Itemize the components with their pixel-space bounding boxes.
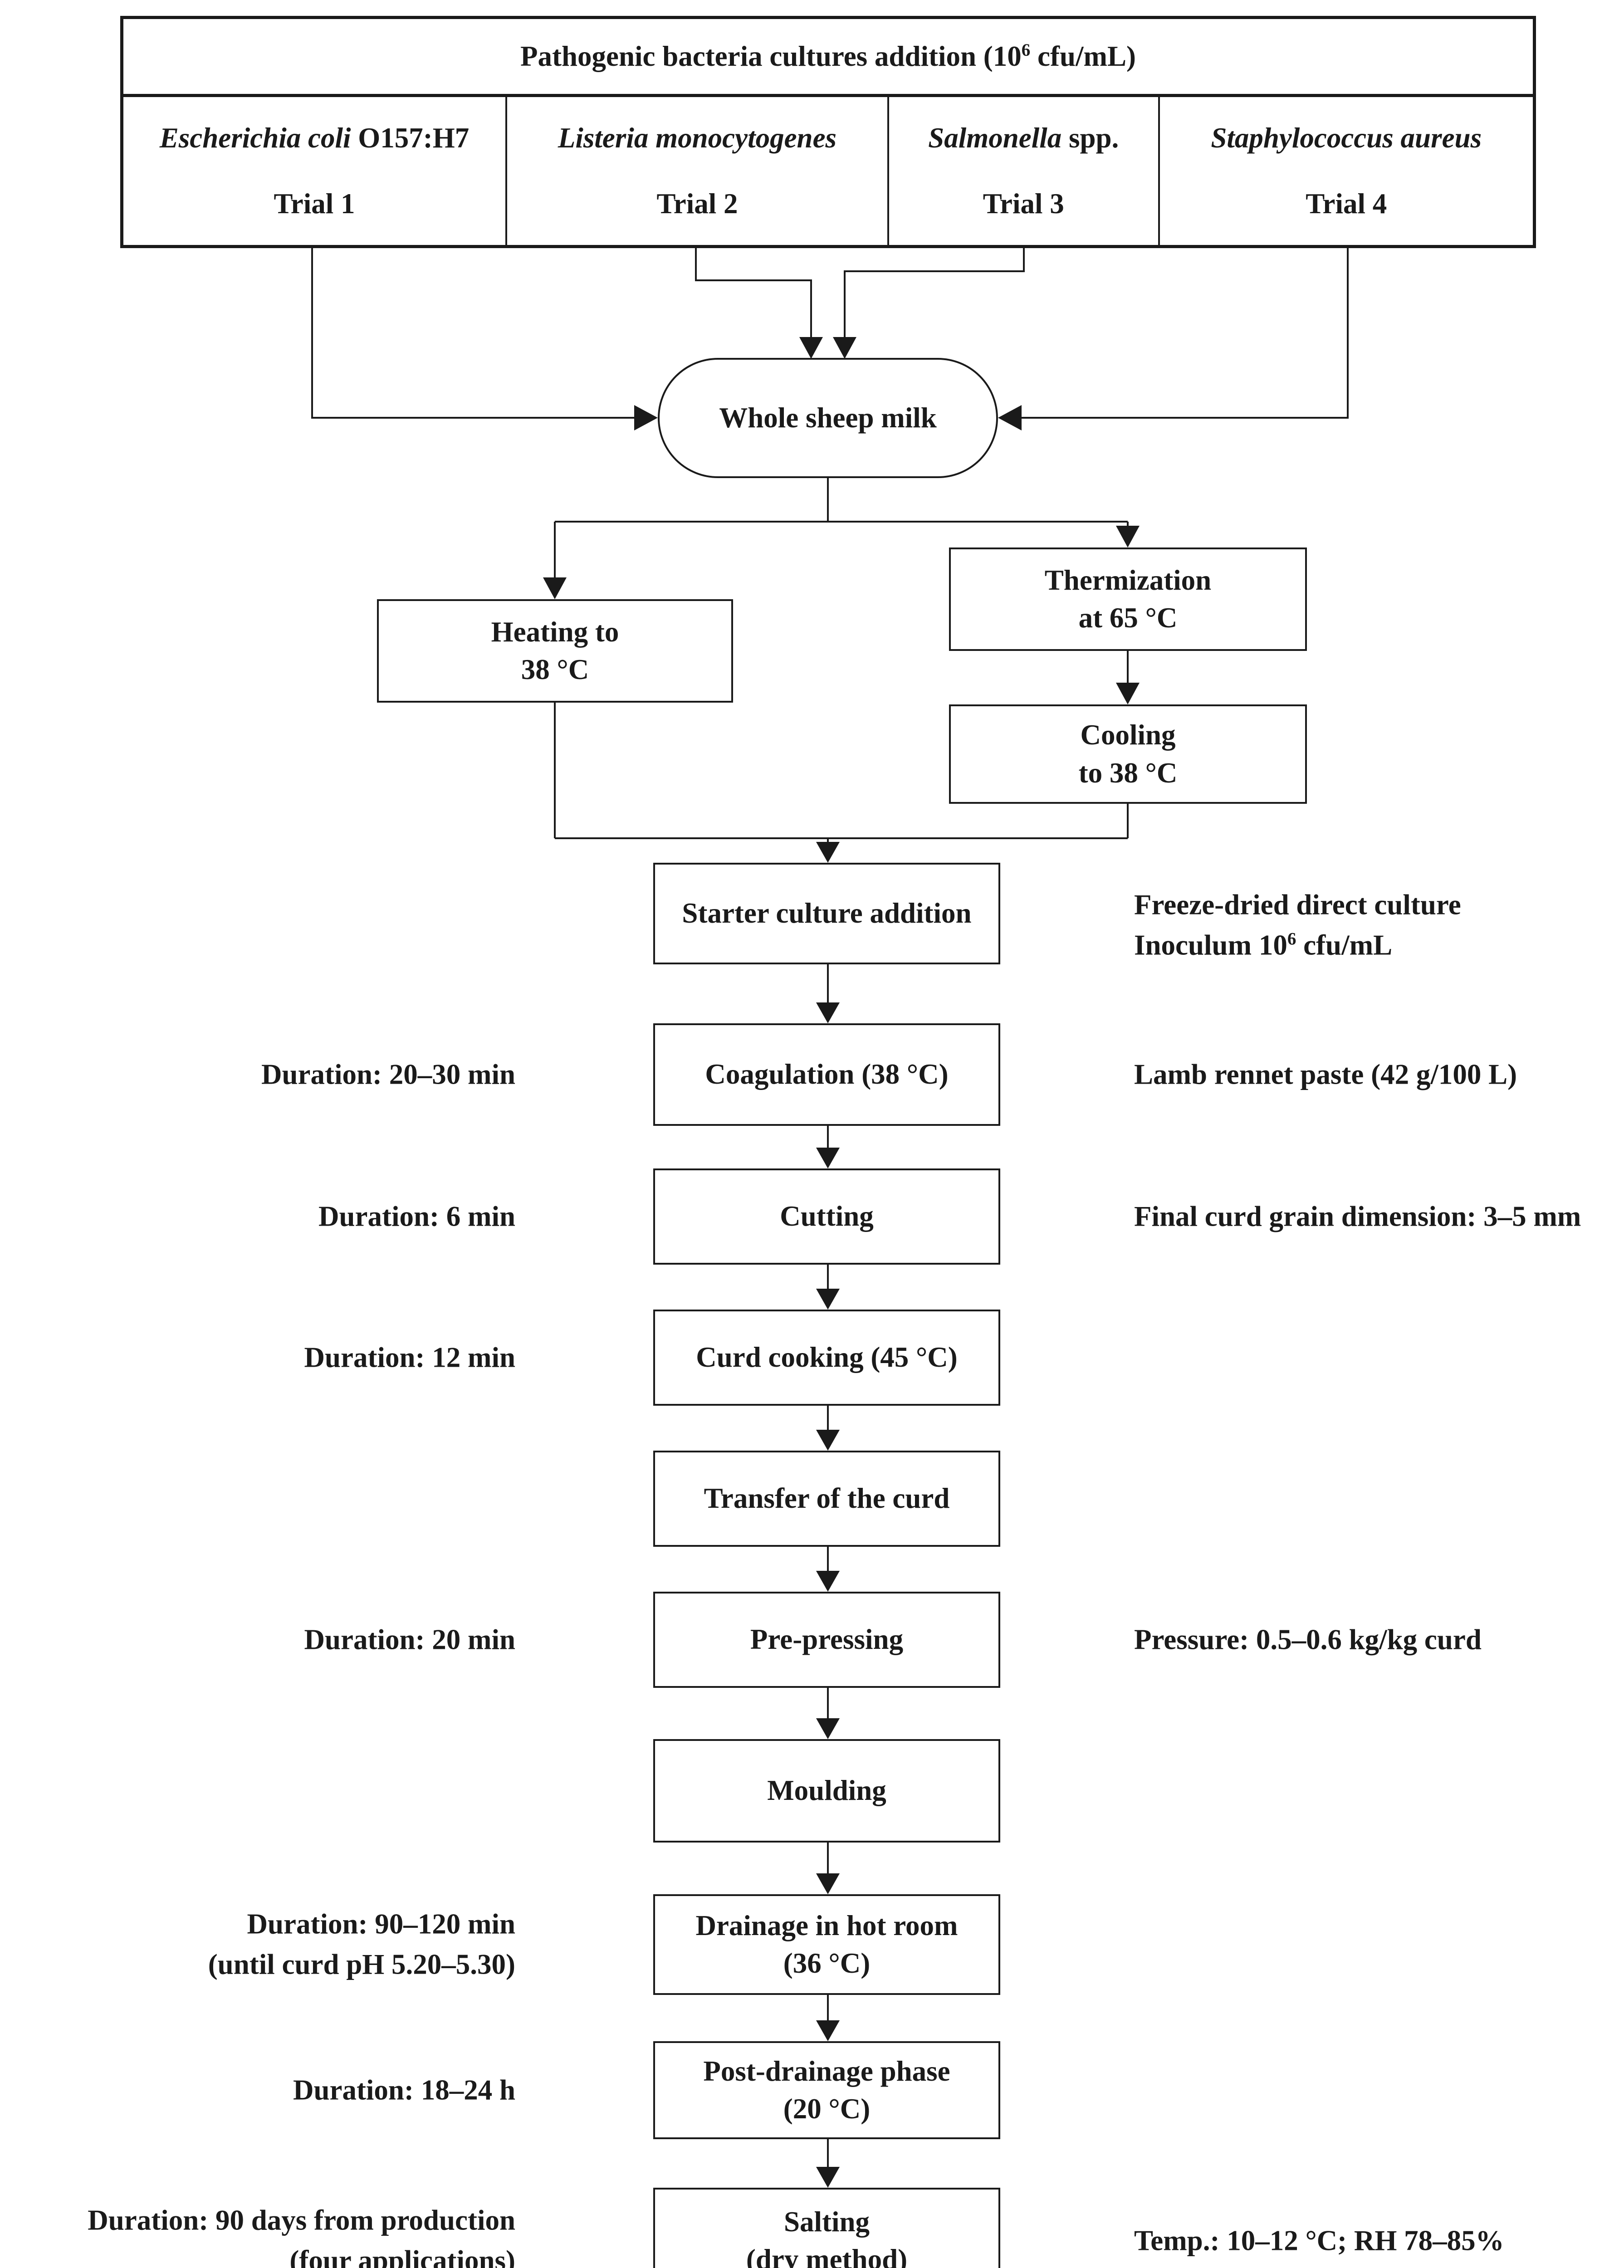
node-label: Curd cooking (45 °C) (696, 1341, 958, 1374)
node-label-line2: 38 °C (521, 654, 589, 685)
pathogen-table-row: Escherichia coli O157:H7 Trial 1 Listeri… (123, 97, 1533, 245)
node-label: Cutting (780, 1200, 874, 1232)
duration-label-coagulation: Duration: 20–30 min (261, 1058, 515, 1090)
param-line1: Freeze-dried direct culture (1134, 889, 1461, 921)
node-label-line1: Heating to (491, 616, 619, 648)
connector-trial3-to-milk (833, 248, 1025, 359)
node-label-line1: Cooling (1080, 719, 1176, 751)
node-coagulation: Coagulation (38 °C) (653, 1023, 1000, 1126)
param-label-coagulation: Lamb rennet paste (42 g/100 L) (1134, 1058, 1517, 1090)
node-salting: Salting (dry method) (653, 2188, 1000, 2268)
node-label: Pre-pressing (750, 1623, 904, 1656)
title-text: Pathogenic bacteria cultures addition (1… (520, 40, 1022, 72)
duration-line1: Duration: 90 days from production (88, 2204, 515, 2236)
param-label-pre-pressing: Pressure: 0.5–0.6 kg/kg curd (1134, 1623, 1482, 1656)
trial-label: Trial 1 (274, 188, 355, 220)
param-label-starter: Freeze-dried direct culture Inoculum 106… (1134, 885, 1461, 966)
species-name: Escherichia coli O157:H7 (159, 122, 470, 154)
node-label-line2: (36 °C) (783, 1947, 871, 1979)
connector-trial2-to-milk (695, 248, 823, 359)
connector-milk-split (543, 478, 1140, 599)
connector-thermization-to-cooling (1116, 651, 1140, 704)
duration-label-cutting: Duration: 6 min (318, 1200, 515, 1232)
node-thermization: Thermization at 65 °C (949, 547, 1307, 651)
trial-label: Trial 4 (1306, 188, 1387, 220)
pathogen-table-title: Pathogenic bacteria cultures addition (1… (123, 19, 1533, 97)
node-label: Whole sheep milk (719, 401, 937, 434)
cell-trial-1: Escherichia coli O157:H7 Trial 1 (123, 97, 505, 245)
species-name: Salmonella spp. (928, 122, 1119, 154)
node-curd-cooking: Curd cooking (45 °C) (653, 1310, 1000, 1406)
node-label-line1: Thermization (1044, 564, 1212, 596)
cell-trial-3: Salmonella spp. Trial 3 (887, 97, 1158, 245)
node-label-line2: to 38 °C (1078, 757, 1178, 789)
param-line2: Inoculum 106 cfu/mL (1134, 929, 1393, 961)
node-heating: Heating to 38 °C (377, 599, 733, 703)
node-pre-pressing: Pre-pressing (653, 1592, 1000, 1688)
node-label: Moulding (767, 1774, 886, 1807)
pathogen-table: Pathogenic bacteria cultures addition (1… (120, 16, 1536, 248)
title-superscript: 6 (1021, 40, 1031, 60)
param-label-cutting: Final curd grain dimension: 3–5 mm (1134, 1200, 1581, 1232)
node-post-drainage: Post-drainage phase (20 °C) (653, 2041, 1000, 2139)
duration-label-post-drainage: Duration: 18–24 h (293, 2074, 515, 2106)
node-transfer-of-curd: Transfer of the curd (653, 1451, 1000, 1547)
connector-trial4-to-milk (998, 248, 1349, 430)
trial-label: Trial 2 (656, 188, 738, 220)
duration-label-curd-cooking: Duration: 12 min (304, 1341, 515, 1374)
node-whole-sheep-milk: Whole sheep milk (658, 358, 998, 478)
cell-trial-4: Staphylococcus aureus Trial 4 (1158, 97, 1533, 245)
node-label-line1: Post-drainage phase (703, 2055, 950, 2087)
node-label: Coagulation (38 °C) (705, 1058, 949, 1090)
duration-label-salting: Duration: 90 days from production (four … (88, 2200, 515, 2268)
species-name: Listeria monocytogenes (558, 122, 837, 154)
title-text-end: cfu/mL) (1030, 40, 1136, 72)
node-label-line2: at 65 °C (1078, 602, 1178, 634)
duration-line1: Duration: 90–120 min (247, 1908, 515, 1940)
node-moulding: Moulding (653, 1739, 1000, 1843)
node-cutting: Cutting (653, 1168, 1000, 1265)
species-name: Staphylococcus aureus (1211, 122, 1482, 154)
connector-merge-to-starter (554, 703, 1129, 863)
duration-label-pre-pressing: Duration: 20 min (304, 1623, 515, 1656)
node-label: Transfer of the curd (704, 1482, 950, 1515)
node-label-line1: Drainage in hot room (695, 1909, 958, 1941)
trial-label: Trial 3 (983, 188, 1064, 220)
node-label-line1: Salting (783, 2205, 870, 2238)
cell-trial-2: Listeria monocytogenes Trial 2 (505, 97, 887, 245)
node-drainage-hot-room: Drainage in hot room (36 °C) (653, 1894, 1000, 1995)
connector-trial1-to-milk (311, 248, 658, 430)
duration-label-drainage: Duration: 90–120 min (until curd pH 5.20… (208, 1904, 515, 1985)
duration-line2: (four applications) (289, 2245, 515, 2268)
duration-line2: (until curd pH 5.20–5.30) (208, 1949, 515, 1980)
node-label-line2: (dry method) (746, 2244, 908, 2268)
node-starter-culture-addition: Starter culture addition (653, 863, 1000, 964)
node-label: Starter culture addition (682, 897, 972, 929)
connector-chain-arrows (816, 964, 840, 2188)
node-label-line2: (20 °C) (783, 2093, 871, 2125)
node-cooling: Cooling to 38 °C (949, 704, 1307, 804)
param-label-salting: Temp.: 10–12 °C; RH 78–85% (1134, 2224, 1504, 2257)
